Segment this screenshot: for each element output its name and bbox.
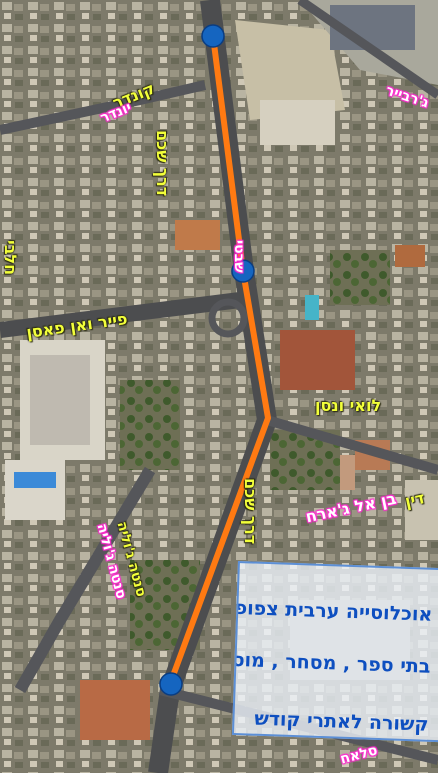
street-label-derech-shchem-bottom: דרך שכם bbox=[241, 478, 260, 545]
route-marker-end[interactable] bbox=[159, 672, 183, 696]
info-annotation-box: אוכלוסייה ערבית צפופה – בתי ספר , מסחר ,… bbox=[231, 561, 438, 743]
info-line-2: בתי ספר , מסחר , מוסדות , מלונות , bbox=[231, 644, 431, 678]
info-line-3: קשורה לאתרי קודש bbox=[254, 707, 429, 736]
street-label-left-vertical: חלבי bbox=[1, 240, 20, 276]
route-marker-start[interactable] bbox=[201, 24, 225, 48]
route-marker-middle[interactable] bbox=[231, 259, 255, 283]
street-label-shivtei: שבטי bbox=[231, 240, 247, 273]
street-label-louis-vincent: לואי ונסן bbox=[315, 396, 382, 415]
street-label-derech-shchem-top: דרך שכם bbox=[153, 130, 172, 197]
info-line-1: אוכלוסייה ערבית צפופה – bbox=[231, 596, 433, 626]
street-label-ibn-al-jarrah-prefix: דין bbox=[403, 488, 427, 511]
